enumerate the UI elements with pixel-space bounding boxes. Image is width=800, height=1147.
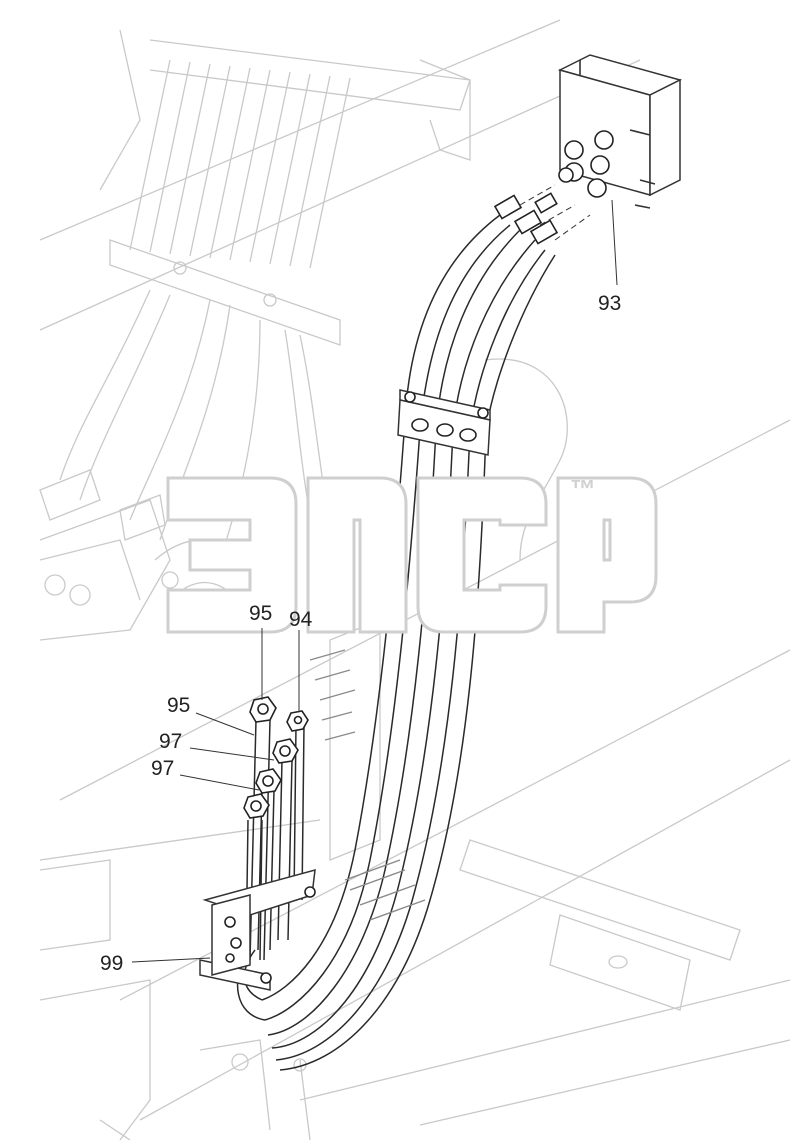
vertical-hoses (243, 649, 356, 961)
callout-95-top: 95 (249, 602, 272, 625)
hose-bundle (236, 214, 556, 1071)
callout-99: 99 (100, 952, 123, 975)
bottom-clamp (199, 868, 316, 991)
leader-lines (131, 628, 300, 963)
background-frame (39, 19, 791, 1141)
callout-97-lower: 97 (151, 757, 174, 780)
callout-95-left: 95 (167, 694, 190, 717)
watermark-logo: ™ (166, 474, 658, 634)
callouts: 93 94 95 95 97 97 99 (100, 292, 621, 975)
distribution-block (493, 54, 683, 286)
callout-97-upper: 97 (159, 730, 182, 753)
callout-94: 94 (289, 608, 313, 631)
trademark-symbol: ™ (570, 474, 596, 504)
middle-clamp (397, 389, 491, 456)
callout-93: 93 (598, 292, 621, 315)
